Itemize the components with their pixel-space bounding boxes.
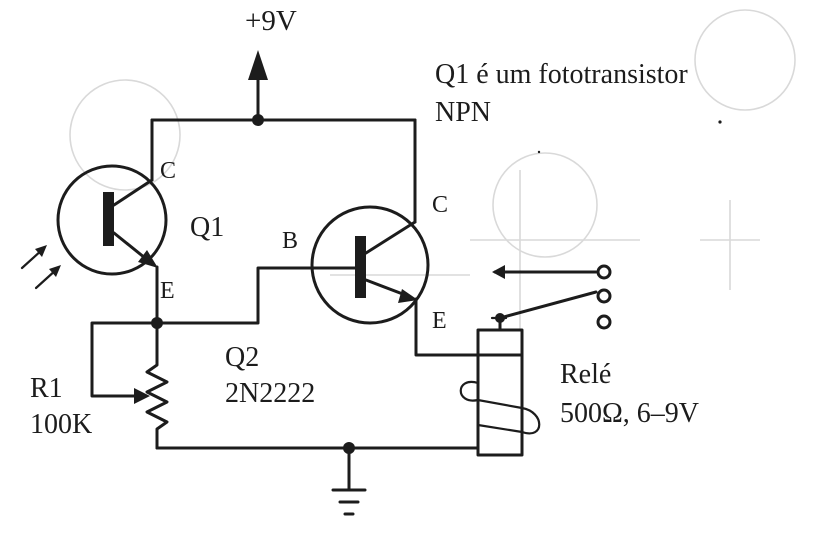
relay-coil — [459, 328, 541, 457]
q1-emitter-label: E — [160, 278, 175, 304]
ink-speck — [718, 120, 722, 124]
phototransistor-q1 — [56, 118, 168, 325]
ground-icon — [331, 446, 367, 516]
r1-name-label: R1 — [30, 373, 63, 404]
junction-dot-top — [252, 114, 264, 126]
base-wire — [155, 266, 357, 325]
q2-collector-label: C — [432, 192, 448, 218]
q1-collector-label: C — [160, 158, 176, 184]
potentiometer-r1 — [90, 321, 169, 450]
supply-label: +9V — [245, 5, 297, 37]
ink-speck — [537, 150, 541, 154]
relay-name-label: Relé — [560, 359, 611, 390]
bleed-through-artifacts — [69, 9, 796, 330]
note-line-2: NPN — [435, 97, 491, 128]
light-arrows-icon — [20, 245, 61, 290]
relay-contacts — [490, 264, 612, 332]
q2-base-label: B — [282, 228, 298, 254]
q2-name-label: Q2 — [225, 342, 259, 373]
r1-value-label: 100K — [30, 409, 92, 440]
transistor-q2 — [310, 118, 480, 357]
q2-part-label: 2N2222 — [225, 378, 315, 409]
q1-name-label: Q1 — [190, 212, 224, 243]
note-line-1: Q1 é um fototransistor — [435, 59, 688, 90]
relay-spec-label: 500Ω, 6–9V — [560, 398, 699, 429]
supply-arrow — [248, 50, 268, 120]
q2-emitter-label: E — [432, 308, 447, 334]
